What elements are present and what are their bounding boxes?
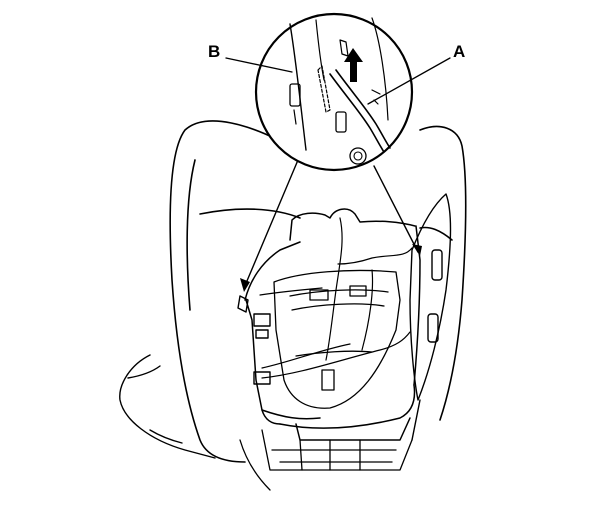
- seat-back-trim: [169, 120, 467, 463]
- seat-cushion: [119, 354, 216, 459]
- callout-leaders: [225, 57, 451, 105]
- seat-base: [239, 429, 413, 491]
- seat-back-frame: [244, 208, 421, 441]
- detail-leader-lines: [243, 159, 419, 289]
- pull-up-arrow: [344, 48, 363, 82]
- callout-a-label: A: [453, 42, 466, 61]
- right-side-panel: [409, 193, 452, 441]
- leader-arrowheads: [240, 244, 422, 292]
- detail-circle: [254, 12, 414, 172]
- release-cable: [329, 69, 391, 153]
- seat-back-panel: [273, 269, 401, 409]
- callout-b-label: B: [208, 42, 221, 61]
- wire-harness: [259, 217, 413, 379]
- left-connectors: [237, 295, 271, 385]
